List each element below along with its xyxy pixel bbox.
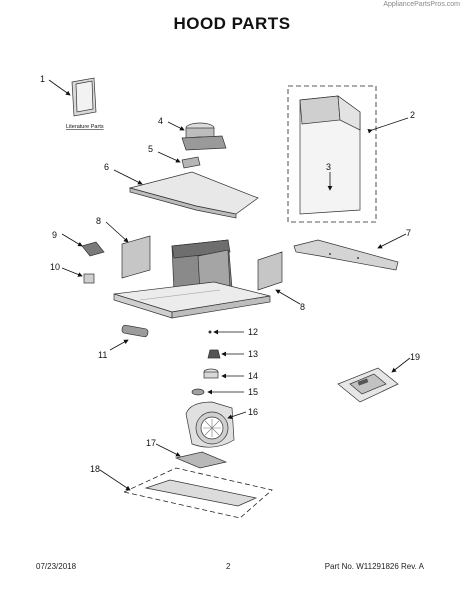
callout-3: 3	[326, 162, 331, 172]
small-block: 10	[50, 262, 95, 284]
page-title: HOOD PARTS	[173, 14, 291, 33]
callout-7: 7	[406, 228, 411, 238]
mesh-filter: 17	[146, 438, 228, 469]
filter-panel-left: 8	[96, 216, 151, 279]
side-trim: 7	[293, 228, 411, 271]
callout-8a: 8	[96, 216, 101, 226]
callout-4: 4	[158, 116, 163, 126]
callout-14: 14	[248, 371, 258, 381]
duct-connector: 4	[158, 116, 227, 151]
callout-5: 5	[148, 144, 153, 154]
literature-booklet: 1 Literature Parts	[40, 74, 104, 130]
callout-8b: 8	[300, 302, 305, 312]
motor-cap: 14	[203, 368, 258, 381]
knob: 13	[207, 349, 258, 359]
callout-11: 11	[98, 350, 107, 360]
callout-19: 19	[410, 352, 420, 362]
callout-2: 2	[410, 110, 415, 120]
footer-page-number: 2	[226, 562, 231, 571]
control-switch: 9	[52, 230, 105, 257]
filter-panel-right: 8	[257, 251, 305, 312]
bracket: 5	[148, 144, 201, 169]
callout-6: 6	[104, 162, 109, 172]
bottom-panel: 18	[90, 464, 273, 519]
callout-17: 17	[146, 438, 156, 448]
hood-body	[113, 239, 271, 319]
cover-plate: 6	[104, 162, 259, 219]
callout-15: 15	[248, 387, 258, 397]
callout-10: 10	[50, 262, 60, 272]
screw: 12	[208, 327, 258, 337]
watermark: AppliancePartsPros.com	[383, 1, 460, 8]
callout-18: 18	[90, 464, 100, 474]
literature-parts-label: Literature Parts	[66, 124, 104, 130]
callout-9: 9	[52, 230, 57, 240]
callout-13: 13	[248, 349, 258, 359]
callout-16: 16	[248, 407, 258, 417]
washer: 15	[191, 387, 258, 397]
footer-part-number: Part No. W11291826 Rev. A	[324, 562, 424, 571]
light-bar: 11	[98, 324, 149, 360]
blower-assembly: 16	[185, 401, 258, 448]
callout-1: 1	[40, 74, 45, 84]
control-panel: 19	[337, 352, 420, 403]
chimney-cover: 2 3	[287, 85, 415, 223]
callout-12: 12	[248, 327, 258, 337]
footer-date: 07/23/2018	[36, 562, 77, 571]
